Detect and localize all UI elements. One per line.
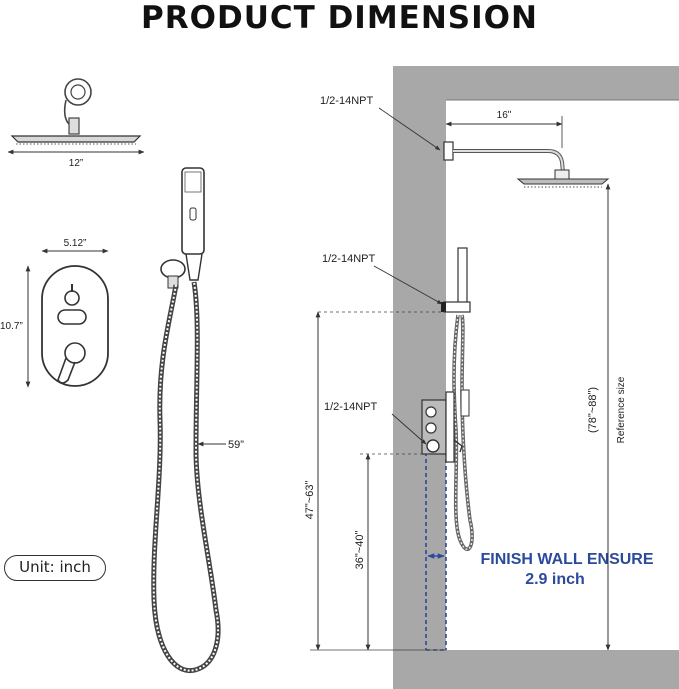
page-title: PRODUCT DIMENSION xyxy=(141,0,538,36)
valve-plate-drawing xyxy=(25,248,109,388)
installed-shower-arm xyxy=(443,141,610,188)
unit-badge: Unit: inch xyxy=(4,555,106,581)
npt-label-middle: 1/2-14NPT xyxy=(322,253,375,265)
reference-size-label: Reference size xyxy=(616,376,627,443)
npt-label-bottom: 1/2-14NPT xyxy=(324,401,377,413)
finish-wall-value: 2.9 inch xyxy=(525,571,585,588)
installed-hand-shower xyxy=(441,247,474,552)
npt-label-top: 1/2-14NPT xyxy=(320,95,373,107)
valve-width-label: 5.12” xyxy=(64,238,87,249)
shower-head-drawing xyxy=(7,78,145,155)
valve-height-dimension-label: 36ʺ~40ʺ xyxy=(354,531,366,570)
finish-wall-label: FINISH WALL ENSURE xyxy=(480,551,653,568)
outlet-height-label: 47ʺ~63ʺ xyxy=(304,481,316,520)
hand-shower-drawing xyxy=(151,167,226,674)
installed-valve xyxy=(421,391,463,463)
head-height-label: (78ʺ~88ʺ) xyxy=(587,387,599,433)
hose-length-label: 59” xyxy=(228,439,244,451)
shower-head-width-label: 12” xyxy=(69,158,83,169)
valve-height-label: 10.7” xyxy=(0,321,23,332)
arm-length-label: 16ʺ xyxy=(497,110,512,121)
wall-section xyxy=(393,66,679,689)
